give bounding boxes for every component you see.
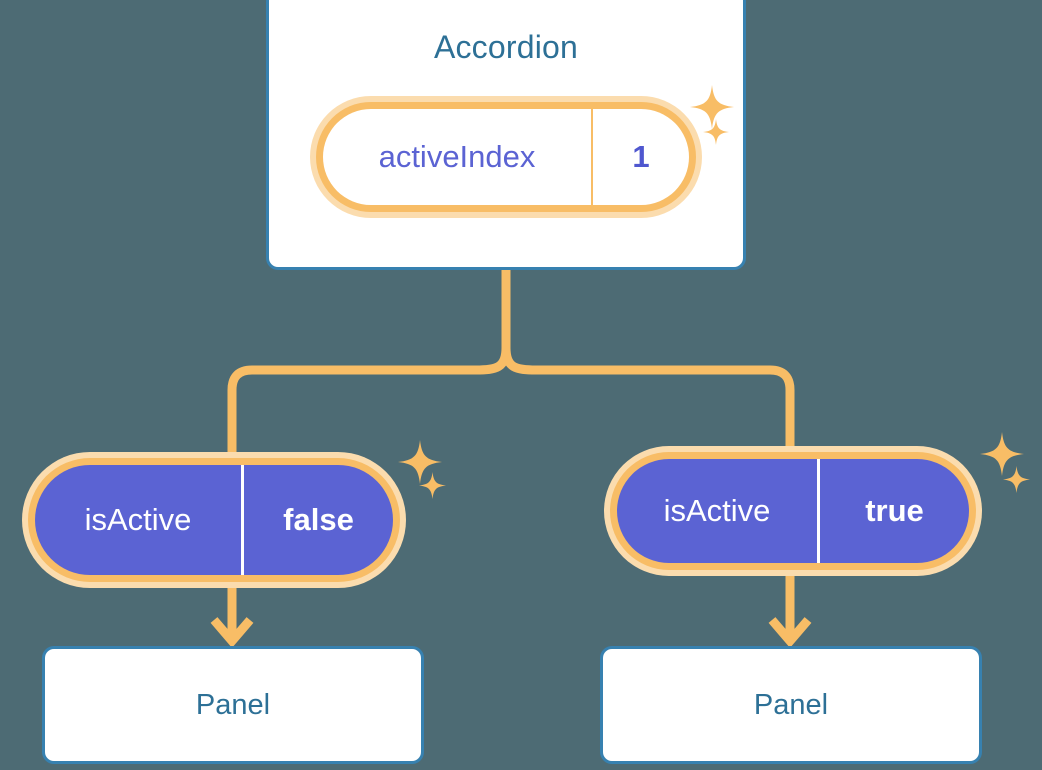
prop-key-isactive-left: isActive — [84, 502, 192, 537]
prop-value-activeindex: 1 — [591, 109, 689, 205]
sparkle-right-pill-small-icon — [1003, 466, 1030, 493]
prop-pill-isactive-false[interactable]: isActive false — [22, 452, 406, 588]
panel-title-left: Panel — [195, 688, 271, 721]
pill-ring: activeIndex 1 — [316, 102, 696, 212]
prop-pill-isactive-true[interactable]: isActive true — [604, 446, 982, 576]
pill-ring: isActive true — [610, 452, 976, 570]
sparkle-right-pill-large-icon — [980, 432, 1024, 476]
arrowhead-left — [210, 617, 254, 648]
panel-card-left[interactable]: Panel — [42, 646, 424, 764]
accordion-title: Accordion — [433, 29, 579, 65]
pill-body: activeIndex 1 — [323, 109, 689, 205]
prop-pill-activeindex[interactable]: activeIndex 1 — [310, 96, 702, 218]
prop-key-activeindex: activeIndex — [378, 139, 536, 174]
wire-branch-right — [501, 347, 795, 462]
arrowhead-right — [768, 617, 812, 648]
pill-body: isActive true — [617, 459, 969, 563]
prop-value-isactive-left: false — [241, 465, 393, 575]
sparkle-left-pill-large-icon — [398, 440, 442, 484]
sparkle-left-pill-small-icon — [419, 472, 446, 499]
prop-value-isactive-right: true — [817, 459, 969, 563]
panel-card-right[interactable]: Panel — [600, 646, 982, 764]
panel-title-right: Panel — [753, 688, 829, 721]
pill-body: isActive false — [35, 465, 393, 575]
pill-ring: isActive false — [28, 458, 400, 582]
prop-key-isactive-right: isActive — [663, 493, 771, 528]
